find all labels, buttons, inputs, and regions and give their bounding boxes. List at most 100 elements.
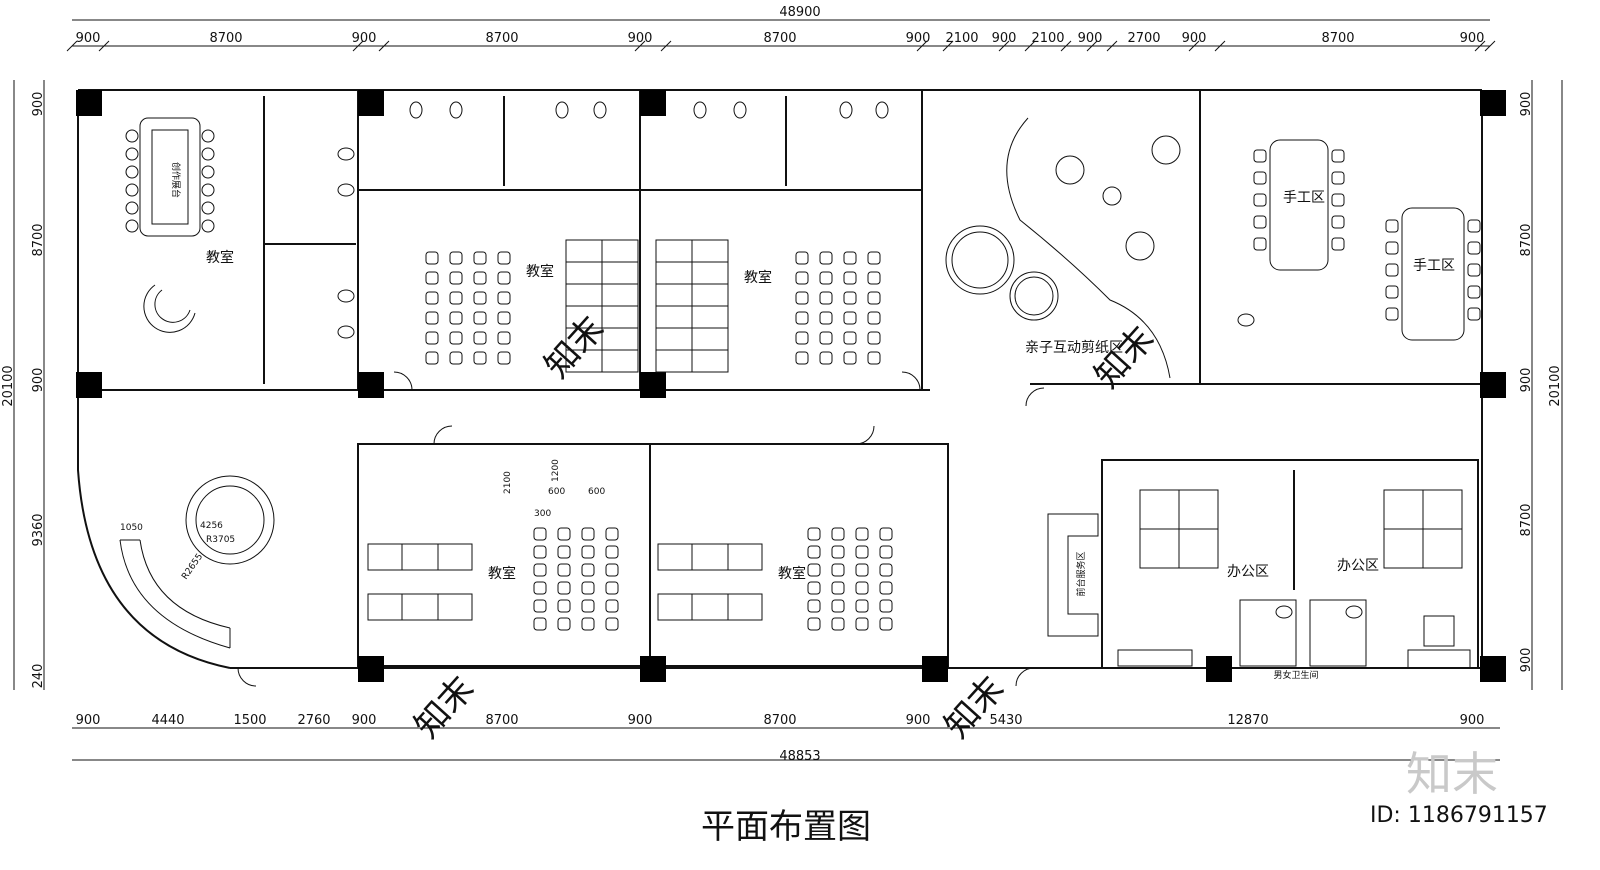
chair: [867, 271, 881, 285]
room-label-office-1: 办公区: [1227, 564, 1269, 580]
chair: [497, 271, 511, 285]
chair: [581, 527, 595, 541]
top-dim-11: 2700: [1127, 31, 1160, 46]
top-dimension-chain: [66, 19, 1496, 52]
chair: [807, 563, 821, 577]
chair: [1385, 263, 1399, 277]
bottom-dim-9: 5430: [989, 713, 1022, 728]
chair: [855, 599, 869, 613]
chair: [879, 581, 893, 595]
chair: [425, 291, 439, 305]
chair: [605, 617, 619, 631]
chair: [1331, 237, 1345, 251]
chair: [867, 291, 881, 305]
lower-classroom-desks: [367, 543, 763, 621]
chair: [201, 219, 215, 233]
toilet: [337, 147, 355, 161]
chair: [831, 563, 845, 577]
chair: [497, 291, 511, 305]
chair: [125, 219, 139, 233]
toilet: [555, 101, 569, 119]
watermark-logo: 知末: [1406, 747, 1498, 801]
toilet: [875, 101, 889, 119]
dim-r3705: R3705: [206, 535, 235, 545]
chair: [533, 581, 547, 595]
right-total-dim: 20100: [1548, 365, 1563, 406]
toilet: [693, 101, 707, 119]
top-dim-3: 8700: [485, 31, 518, 46]
chair: [201, 183, 215, 197]
chair: [795, 251, 809, 265]
chair: [867, 351, 881, 365]
dim-2100: 2100: [503, 471, 513, 494]
chair: [1385, 241, 1399, 255]
chair: [497, 331, 511, 345]
chair: [473, 251, 487, 265]
room-label-parent-child: 亲子互动剪纸区: [1025, 340, 1123, 356]
bottom-dim-8: 900: [906, 713, 931, 728]
chair: [1331, 193, 1345, 207]
watermark-text-4: 知末: [937, 669, 1012, 746]
chair: [449, 331, 463, 345]
chair: [125, 183, 139, 197]
toilet: [409, 101, 423, 119]
chair: [425, 331, 439, 345]
top-dim-2: 900: [352, 31, 377, 46]
bottom-dim-10: 12870: [1227, 713, 1268, 728]
chair: [1467, 219, 1481, 233]
toilet: [1237, 313, 1255, 327]
bottom-dim-11: 900: [1460, 713, 1485, 728]
chair: [605, 599, 619, 613]
chair: [879, 563, 893, 577]
right-dim-4: 900: [1519, 648, 1534, 673]
bottom-dim-0: 900: [76, 713, 101, 728]
room-label-classroom-2: 教室: [526, 263, 554, 280]
chair: [795, 291, 809, 305]
chair: [795, 311, 809, 325]
bottom-dimension-chain: [72, 727, 1500, 761]
chair: [1467, 285, 1481, 299]
chair: [1253, 215, 1267, 229]
room-label-classroom-3: 教室: [744, 269, 772, 286]
chair: [1331, 171, 1345, 185]
left-dim-2: 900: [31, 368, 46, 393]
bottom-dim-1: 4440: [151, 713, 184, 728]
chair: [557, 599, 571, 613]
chair: [795, 331, 809, 345]
top-dim-1: 8700: [209, 31, 242, 46]
top-dim-5: 8700: [763, 31, 796, 46]
chair: [819, 291, 833, 305]
room-label-handcraft-2: 手工区: [1413, 258, 1455, 274]
chair: [1253, 237, 1267, 251]
conference-table: [139, 117, 201, 237]
parent-child-area-furniture: [945, 117, 1181, 379]
bottom-dim-4: 900: [352, 713, 377, 728]
restroom-fixtures: [337, 101, 1363, 619]
chair: [497, 351, 511, 365]
watermark-text-3: 知末: [407, 669, 482, 746]
classroom-seating: [125, 129, 1481, 631]
chair: [879, 599, 893, 613]
top-dim-4: 900: [628, 31, 653, 46]
office-toilet-label: 男女卫生间: [1273, 669, 1318, 681]
top-dim-8: 900: [992, 31, 1017, 46]
chair: [831, 617, 845, 631]
chair: [1253, 171, 1267, 185]
chair: [855, 617, 869, 631]
chair: [581, 563, 595, 577]
chair: [1467, 263, 1481, 277]
round-reading-area: [119, 475, 275, 649]
chair: [843, 351, 857, 365]
chair: [473, 311, 487, 325]
chair: [557, 581, 571, 595]
left-total-dim: 20100: [1, 365, 16, 406]
chair: [473, 351, 487, 365]
bottom-dim-3: 2760: [297, 713, 330, 728]
chair: [605, 563, 619, 577]
chair: [533, 545, 547, 559]
room-label-classroom-4: 教室: [488, 565, 516, 582]
chair: [449, 311, 463, 325]
